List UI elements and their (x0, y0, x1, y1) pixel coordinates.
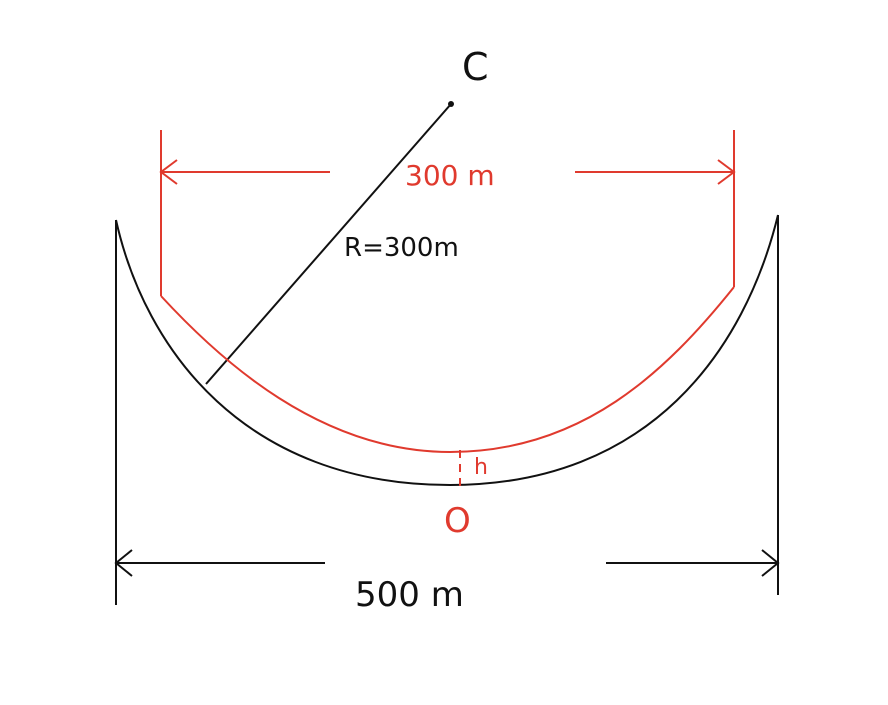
depth-label: h (474, 455, 488, 480)
radius-label: R=300m (344, 233, 459, 263)
center-label: C (462, 45, 489, 89)
red-left-arrowhead (159, 159, 178, 185)
black-bowl-curve (115, 214, 779, 487)
black-left-arrowhead (114, 549, 133, 577)
radius-line (205, 103, 452, 385)
bottom-point-label: O (444, 501, 471, 541)
red-right-arrowhead (717, 159, 736, 185)
black-right-arrowhead (761, 549, 780, 577)
red-inner-curve (160, 286, 735, 454)
black-width-label: 500 m (355, 575, 464, 615)
red-width-label: 300 m (405, 159, 495, 192)
center-point (448, 101, 454, 107)
